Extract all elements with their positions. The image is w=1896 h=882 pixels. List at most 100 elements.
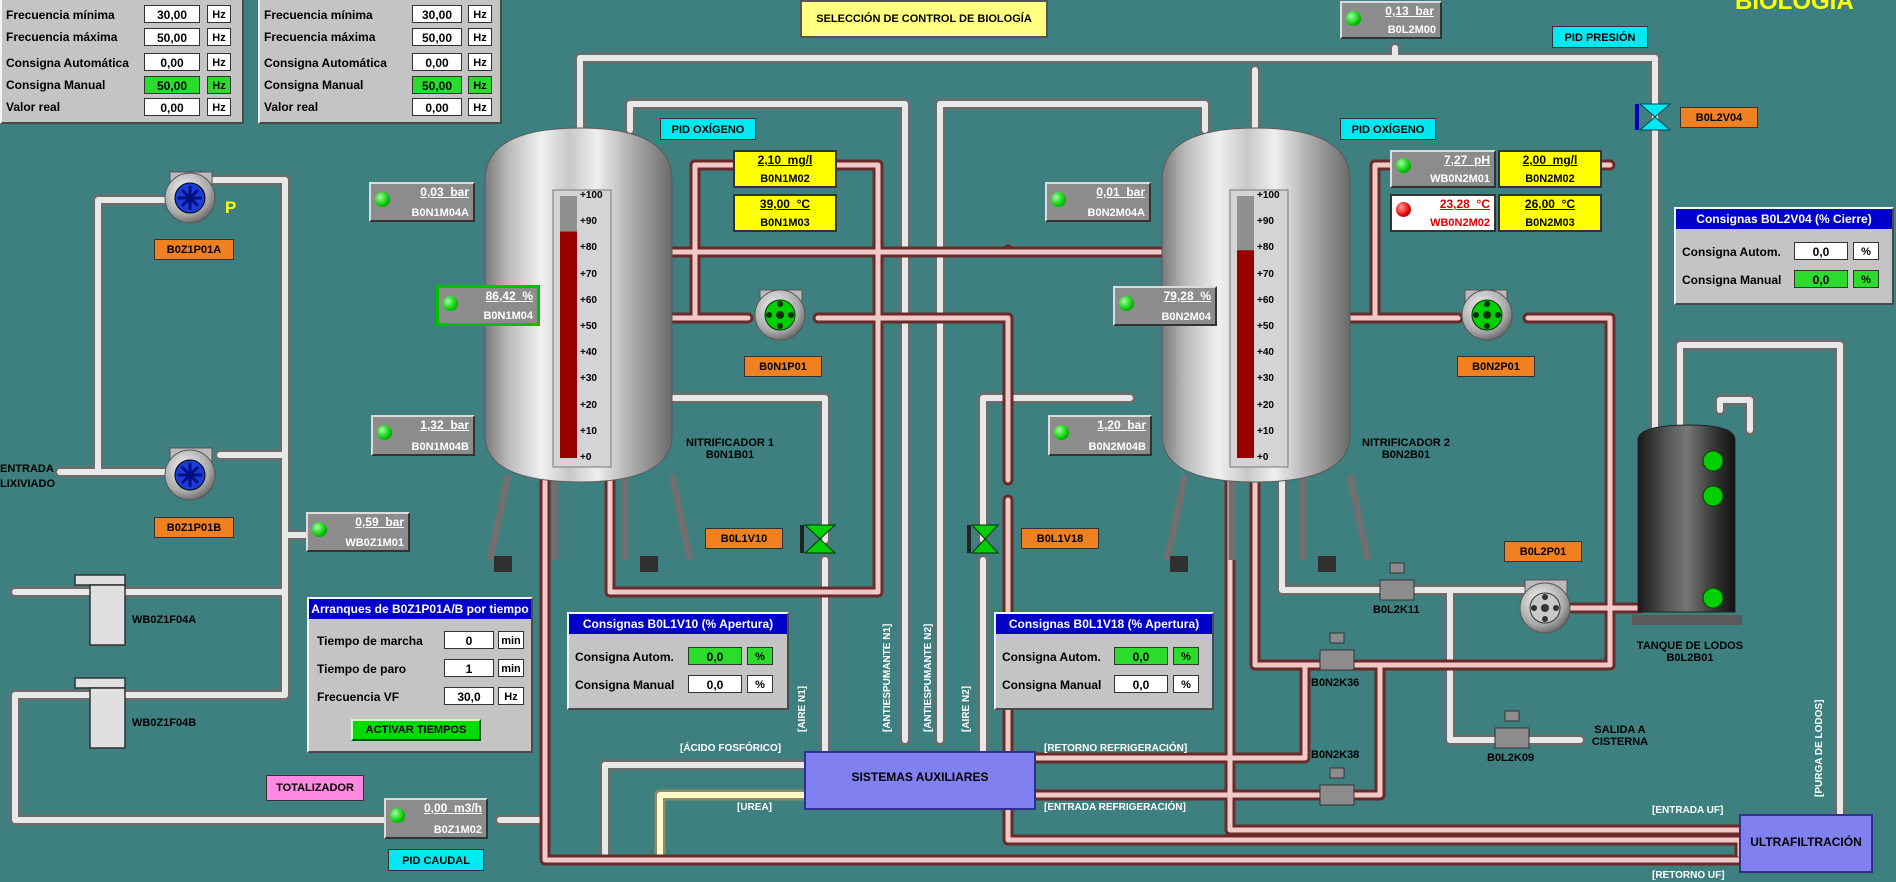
tag-b0n1p01[interactable]: B0N1P01 [744, 356, 822, 377]
indicator-value: 86,42 [485, 289, 516, 303]
scale-tick-label: +70 [580, 268, 597, 280]
status-dot [312, 522, 327, 537]
freq-min-field[interactable]: 30,00 [144, 5, 200, 23]
aux-systems-button[interactable]: SISTEMAS AUXILIARES [851, 770, 989, 784]
indicator-wb0n2m02[interactable]: 23,28 °C WB0N2M02 [1390, 194, 1496, 232]
indicator-b0n1m04a[interactable]: 0,03 bar B0N1M04A [369, 182, 475, 222]
indicator-b0n2m04[interactable]: 79,28 % B0N2M04 [1113, 286, 1217, 326]
tag-b0n2p01[interactable]: B0N2P01 [1457, 356, 1535, 377]
v18-manual-field[interactable]: 0,0 [1114, 675, 1168, 693]
v10-auto-field[interactable]: 0,0 [688, 647, 742, 665]
pid-oxygen-1-button[interactable]: PID OXÍGENO [660, 118, 756, 140]
freq-label: Consigna Automática [264, 56, 387, 70]
indicator-b0n1m04b[interactable]: 1,32 bar B0N1M04B [371, 415, 475, 456]
indicator-b0n1m04[interactable]: 86,42 % B0N1M04 [436, 285, 540, 326]
tag-b0l1v10[interactable]: B0L1V10 [705, 528, 783, 549]
valve-b0l2k09-label: B0L2K09 [1487, 752, 1535, 764]
indicator-unit: % [1200, 289, 1211, 303]
vf-frequency-field[interactable]: 30,0 [444, 687, 494, 705]
indicator-wb0z1m01[interactable]: 0,59 bar WB0Z1M01 [306, 512, 410, 552]
indicator-value: 2,00 [1522, 153, 1546, 167]
unit-label: % [1853, 242, 1879, 260]
indicator-tag: WB0N2M01 [1430, 173, 1490, 185]
indicator-wb0n2m01[interactable]: 7,27 pH WB0N2M01 [1390, 150, 1496, 188]
indicator-unit: mg/l [1552, 153, 1578, 167]
tank-1-name-text: NITRIFICADOR 1 [686, 437, 774, 449]
lodos-name: TANQUE DE LODOS [1636, 640, 1744, 652]
pid-flow-button[interactable]: PID CAUDAL [388, 849, 484, 871]
scale-tick-label: +30 [1257, 373, 1274, 385]
pipe-label-entrada-refr: [ENTRADA REFRIGERACIÓN] [1044, 802, 1186, 813]
freq-label: Consigna Automática [6, 56, 129, 70]
activate-times-button[interactable]: ACTIVAR TIEMPOS [351, 719, 481, 741]
pipe-label-retorno-uf: [RETORNO UF] [1652, 870, 1725, 881]
consignas-v10-title: Consignas B0L1V10 (% Apertura) [569, 614, 787, 634]
manual-setpoint-field[interactable]: 50,00 [412, 76, 462, 94]
pipe-label-aire-n2: [AIRE N2] [961, 685, 972, 732]
indicator-b0n2m04a[interactable]: 0,01 bar B0N2M04A [1045, 182, 1151, 222]
v04-auto-field[interactable]: 0,0 [1794, 242, 1848, 260]
manual-setpoint-field[interactable]: 50,00 [144, 76, 200, 94]
tag-b0z1p01a[interactable]: B0Z1P01A [154, 239, 234, 260]
v10-manual-field[interactable]: 0,0 [688, 675, 742, 693]
tag-b0l2v04[interactable]: B0L2V04 [1680, 107, 1758, 128]
freq-max-field[interactable]: 50,00 [412, 28, 462, 46]
indicator-b0n1m02[interactable]: 2,10 mg/l B0N1M02 [733, 150, 837, 188]
unit-label: Hz [468, 5, 492, 23]
tag-b0l2p01[interactable]: B0L2P01 [1504, 541, 1582, 562]
auto-setpoint-field[interactable]: 0,00 [412, 53, 462, 71]
entrada-line1: ENTRADA [0, 463, 54, 475]
indicator-b0n1m03[interactable]: 39,00 °C B0N1M03 [733, 194, 837, 232]
status-dot [1051, 192, 1066, 207]
unit-label: % [1853, 270, 1879, 288]
unit-label: Hz [468, 76, 492, 94]
unit-label: Hz [207, 53, 231, 71]
consignas-v18-panel: Consignas B0L1V18 (% Apertura) Consigna … [994, 612, 1214, 710]
tank-nitrificador-1 [484, 127, 694, 572]
unit-label: Hz [498, 687, 524, 705]
selection-control-button[interactable]: SELECCIÓN DE CONTROL DE BIOLOGÍA [800, 0, 1048, 38]
consigna-auto-label: Consigna Autom. [1002, 650, 1101, 664]
indicator-b0l2m00[interactable]: 0,13 bar B0L2M00 [1340, 1, 1442, 39]
valve-b0n2k36-label: B0N2K36 [1311, 677, 1360, 689]
freq-max-field[interactable]: 50,00 [144, 28, 200, 46]
run-time-field[interactable]: 0 [444, 631, 494, 649]
scale-tick-label: +50 [1257, 321, 1274, 332]
v04-manual-field[interactable]: 0,0 [1794, 270, 1848, 288]
indicator-unit: bar [450, 185, 469, 199]
auto-setpoint-field[interactable]: 0,00 [144, 53, 200, 71]
pump-b0z1p01a [164, 171, 216, 224]
consigna-manual-label: Consigna Manual [1002, 678, 1102, 692]
valve-b0l1v10 [800, 524, 837, 554]
indicator-tag: B0N1M04 [483, 310, 533, 322]
arranques-row-label: Tiempo de marcha [317, 634, 423, 648]
totalizer-button[interactable]: TOTALIZADOR [266, 775, 364, 801]
ultrafiltration-button[interactable]: ULTRAFILTRACIÓN [1750, 835, 1862, 849]
stop-time-field[interactable]: 1 [444, 659, 494, 677]
pid-oxygen-2-button[interactable]: PID OXÍGENO [1340, 118, 1436, 140]
salida-line1: SALIDA A [1594, 724, 1646, 736]
tag-b0z1p01b[interactable]: B0Z1P01B [154, 517, 234, 538]
scale-tick-label: +0 [1257, 452, 1269, 463]
scale-tick-label: +60 [580, 294, 597, 306]
scale-tick-label: +10 [580, 425, 597, 437]
tank-lodos [1632, 424, 1742, 625]
status-dot [1119, 296, 1134, 311]
freq-min-field[interactable]: 30,00 [412, 5, 462, 23]
tank-nitrificador-2 [1161, 127, 1372, 572]
pipe-label-antiesp-n2: [ANTIESPUMANTE N2] [923, 623, 934, 732]
consigna-manual-label: Consigna Manual [575, 678, 675, 692]
indicator-tag: B0N1M03 [760, 217, 810, 229]
indicator-tag: B0N2M04B [1088, 441, 1146, 453]
v18-auto-field[interactable]: 0,0 [1114, 647, 1168, 665]
tag-b0l1v18[interactable]: B0L1V18 [1021, 528, 1099, 549]
indicator-b0n2m02[interactable]: 2,00 mg/l B0N2M02 [1498, 150, 1602, 188]
indicator-tag: B0Z1M02 [433, 824, 482, 836]
pid-pressure-button[interactable]: PID PRESIÓN [1552, 26, 1648, 48]
indicator-b0n2m03[interactable]: 26,00 °C B0N2M03 [1498, 194, 1602, 232]
status-dot [390, 808, 405, 823]
real-value-field: 0,00 [144, 98, 200, 116]
indicator-b0z1m02[interactable]: 0,00 m3/h B0Z1M02 [384, 798, 488, 839]
consignas-v04-panel: Consignas B0L2V04 (% Cierre) Consigna Au… [1674, 207, 1894, 305]
indicator-b0n2m04b[interactable]: 1,20 bar B0N2M04B [1048, 415, 1152, 456]
